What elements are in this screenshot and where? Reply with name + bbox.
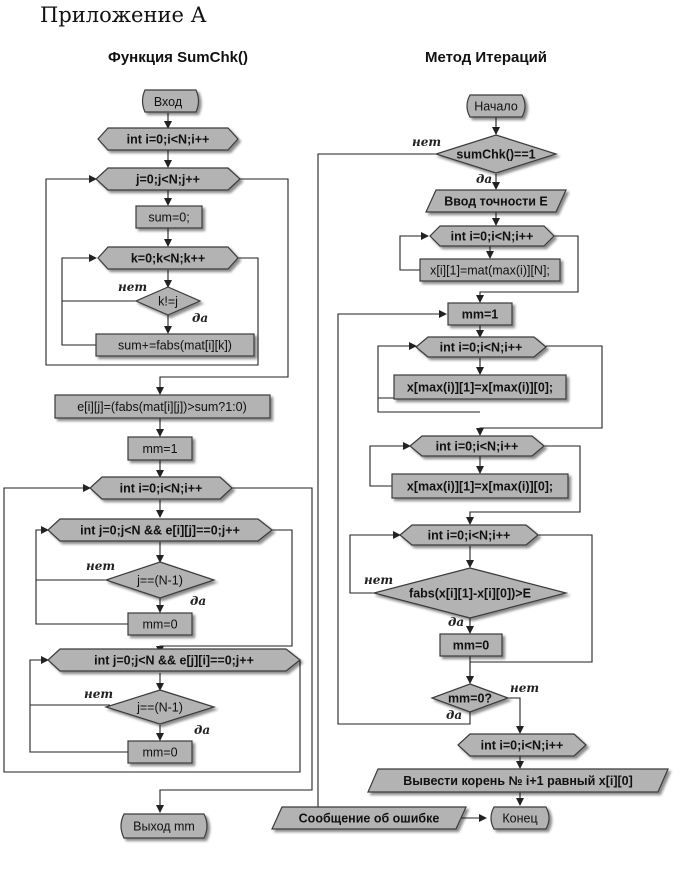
right-assign-b — [393, 374, 567, 400]
left-yes-label-1: да — [192, 311, 208, 325]
right-input-eps — [425, 189, 567, 213]
left-cond-k — [134, 286, 202, 316]
right-assign-x-label: x[i][1]=mat(max(i)][N]; — [430, 264, 550, 278]
left-loop-k — [97, 246, 239, 270]
right-heading: Метод Итераций — [425, 49, 547, 66]
right-loop-e-label: int i=0;i<N;i++ — [481, 739, 564, 753]
right-start-label: Начало — [474, 100, 518, 114]
left-yes-label-2: да — [190, 594, 206, 608]
right-mm-zero-label: mm=0 — [453, 639, 490, 653]
left-assign-e-label: e[i][j]=(fabs(mat[i][j])>sum?1:0) — [77, 400, 247, 414]
left-loop-i-label: int i=0;i<N;i++ — [127, 133, 210, 147]
right-loop-d — [399, 524, 539, 546]
right-flowchart: Начало sumChk()==1 Ввод точности Е int i… — [271, 94, 669, 830]
left-start-label: Вход — [154, 95, 183, 109]
right-check-diamond — [434, 134, 558, 174]
right-start-terminal — [466, 94, 526, 118]
right-loop-b-label: int i=0;i<N;i++ — [440, 341, 523, 355]
right-input-eps-label: Ввод точности Е — [444, 195, 548, 209]
page-title: Приложение А — [40, 3, 207, 27]
right-assign-c-label: x[max(i)][1]=x[max(i)][0]; — [407, 480, 553, 494]
right-check-label: sumChk()==1 — [456, 148, 535, 162]
right-loop-a — [429, 225, 555, 247]
right-loop-d-label: int i=0;i<N;i++ — [428, 529, 511, 543]
left-mm-zero1 — [127, 612, 193, 636]
right-cond-mm-label: mm=0? — [448, 692, 492, 706]
right-mm-init — [447, 302, 513, 326]
right-assign-x — [419, 258, 561, 282]
right-cond-fabs-label: fabs(x[i][1]-x[i][0])>E — [409, 587, 531, 601]
right-end-terminal — [490, 806, 550, 830]
right-no-label-1: нет — [412, 135, 441, 149]
left-assign-e — [54, 394, 271, 419]
left-mm-zero2 — [127, 740, 193, 764]
left-cond-j1-label: j==(N-1) — [136, 574, 183, 588]
right-assign-c — [391, 473, 569, 499]
left-cond-k-label: k!=j — [158, 295, 178, 309]
right-loop-c-label: int i=0;i<N;i++ — [436, 440, 519, 454]
right-mm-init-label: mm=1 — [462, 308, 499, 322]
right-mm-zero — [439, 633, 503, 657]
left-loop-i2-label: int i=0;i<N;i++ — [120, 482, 203, 496]
left-mm-init-label: mm=1 — [142, 442, 177, 456]
left-heading: Функция SumChk() — [108, 49, 248, 66]
left-sum-init — [135, 205, 203, 229]
right-no-label-2: нет — [364, 573, 393, 587]
left-mm-zero2-label: mm=0 — [142, 746, 177, 760]
right-cond-fabs — [371, 567, 569, 619]
left-sum-init-label: sum=0; — [148, 211, 189, 225]
left-loop-j3 — [47, 648, 301, 672]
left-mm-init — [127, 436, 193, 461]
right-yes-label-3: да — [446, 708, 462, 722]
left-sum-add-label: sum+=fabs(mat[i][k]) — [118, 339, 232, 353]
left-sum-add — [95, 333, 255, 357]
left-no-label-3: нет — [84, 687, 113, 701]
right-yes-label-1: да — [476, 172, 492, 186]
right-error — [271, 806, 467, 830]
left-loop-i — [97, 127, 239, 151]
left-no-label-2: нет — [86, 559, 115, 573]
left-cond-j2 — [104, 689, 216, 725]
right-output — [367, 768, 669, 793]
left-flowchart: Вход int i=0;i<N;i++ j=0;j<N;j++ sum=0; … — [47, 89, 301, 839]
right-output-label: Вывести корень № i+1 равный x[i][0] — [403, 774, 633, 788]
left-connectors — [3, 113, 313, 813]
left-loop-j — [95, 167, 241, 191]
left-no-label-1: нет — [118, 280, 147, 294]
left-end-terminal — [120, 813, 208, 839]
right-end-label: Конец — [502, 812, 537, 826]
right-loop-b — [415, 336, 547, 358]
right-connectors — [317, 117, 603, 822]
left-start-terminal — [141, 89, 200, 113]
left-loop-k-label: k=0;k<N;k++ — [131, 252, 205, 266]
left-cond-j1 — [104, 561, 216, 599]
right-assign-b-label: x[max(i)][1]=x[max(i)][0]; — [407, 381, 553, 395]
right-no-label-3: нет — [510, 681, 539, 695]
left-loop-i2 — [89, 476, 233, 500]
right-loop-a-label: int i=0;i<N;i++ — [451, 230, 534, 244]
left-yes-label-3: да — [194, 723, 210, 737]
left-loop-j2-label: int j=0;j<N && e[i][j]==0;j++ — [80, 524, 240, 538]
right-loop-e — [457, 733, 587, 757]
right-error-label: Сообщение об ошибке — [299, 812, 440, 826]
left-loop-j2 — [47, 518, 273, 542]
left-loop-j-label: j=0;j<N;j++ — [135, 173, 200, 187]
right-yes-label-2: да — [448, 615, 464, 629]
left-cond-j2-label: j==(N-1) — [136, 701, 183, 715]
left-mm-zero1-label: mm=0 — [142, 618, 177, 632]
right-cond-mm — [430, 683, 510, 713]
left-end-label: Выход mm — [133, 820, 195, 834]
left-loop-j3-label: int j=0;j<N && e[j][i]==0;j++ — [94, 654, 254, 668]
right-loop-c — [409, 435, 545, 457]
